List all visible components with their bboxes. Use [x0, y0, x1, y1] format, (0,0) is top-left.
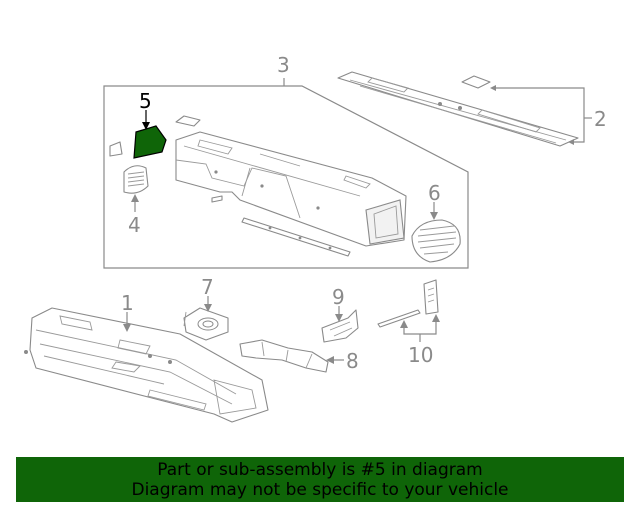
notice-line-2: Diagram may not be specific to your vehi…: [131, 479, 509, 500]
callout-8: 8: [346, 349, 359, 373]
part-3-lower-strip[interactable]: [241, 217, 351, 257]
part-1-console-base[interactable]: [24, 307, 269, 423]
notice-line-1: Part or sub-assembly is #5 in diagram: [157, 459, 483, 480]
notice-banner: Part or sub-assembly is #5 in diagram Di…: [16, 457, 624, 502]
part-2-trim-panel[interactable]: [337, 71, 579, 147]
callout-2: 2: [594, 107, 607, 131]
part-6-speaker-grille[interactable]: [411, 219, 461, 263]
part-5-bracket-highlighted[interactable]: [133, 125, 167, 159]
callout-7: 7: [201, 275, 214, 299]
callout-5: 5: [139, 89, 152, 113]
part-8-air-duct[interactable]: [239, 339, 329, 373]
callout-9: 9: [332, 285, 345, 309]
callout-1: 1: [121, 291, 134, 315]
part-3-small-clip[interactable]: [175, 115, 201, 127]
part-10-latch[interactable]: [423, 279, 439, 315]
part-10-trim-strip[interactable]: [377, 309, 421, 328]
part-2-clip[interactable]: [461, 75, 491, 89]
parts-diagram: 2 3 5 4: [24, 53, 607, 423]
callout-3: 3: [277, 53, 290, 77]
part-3-screw[interactable]: [211, 195, 223, 203]
part-3-side-clip[interactable]: [109, 141, 123, 157]
part-7-bracket[interactable]: [183, 307, 229, 341]
part-4-vent-grille[interactable]: [123, 165, 149, 194]
callout-6: 6: [428, 181, 441, 205]
part-3-console-housing[interactable]: [175, 131, 407, 247]
callout-4: 4: [128, 213, 141, 237]
part-9-bracket[interactable]: [321, 309, 359, 343]
callout-10: 10: [408, 343, 433, 367]
